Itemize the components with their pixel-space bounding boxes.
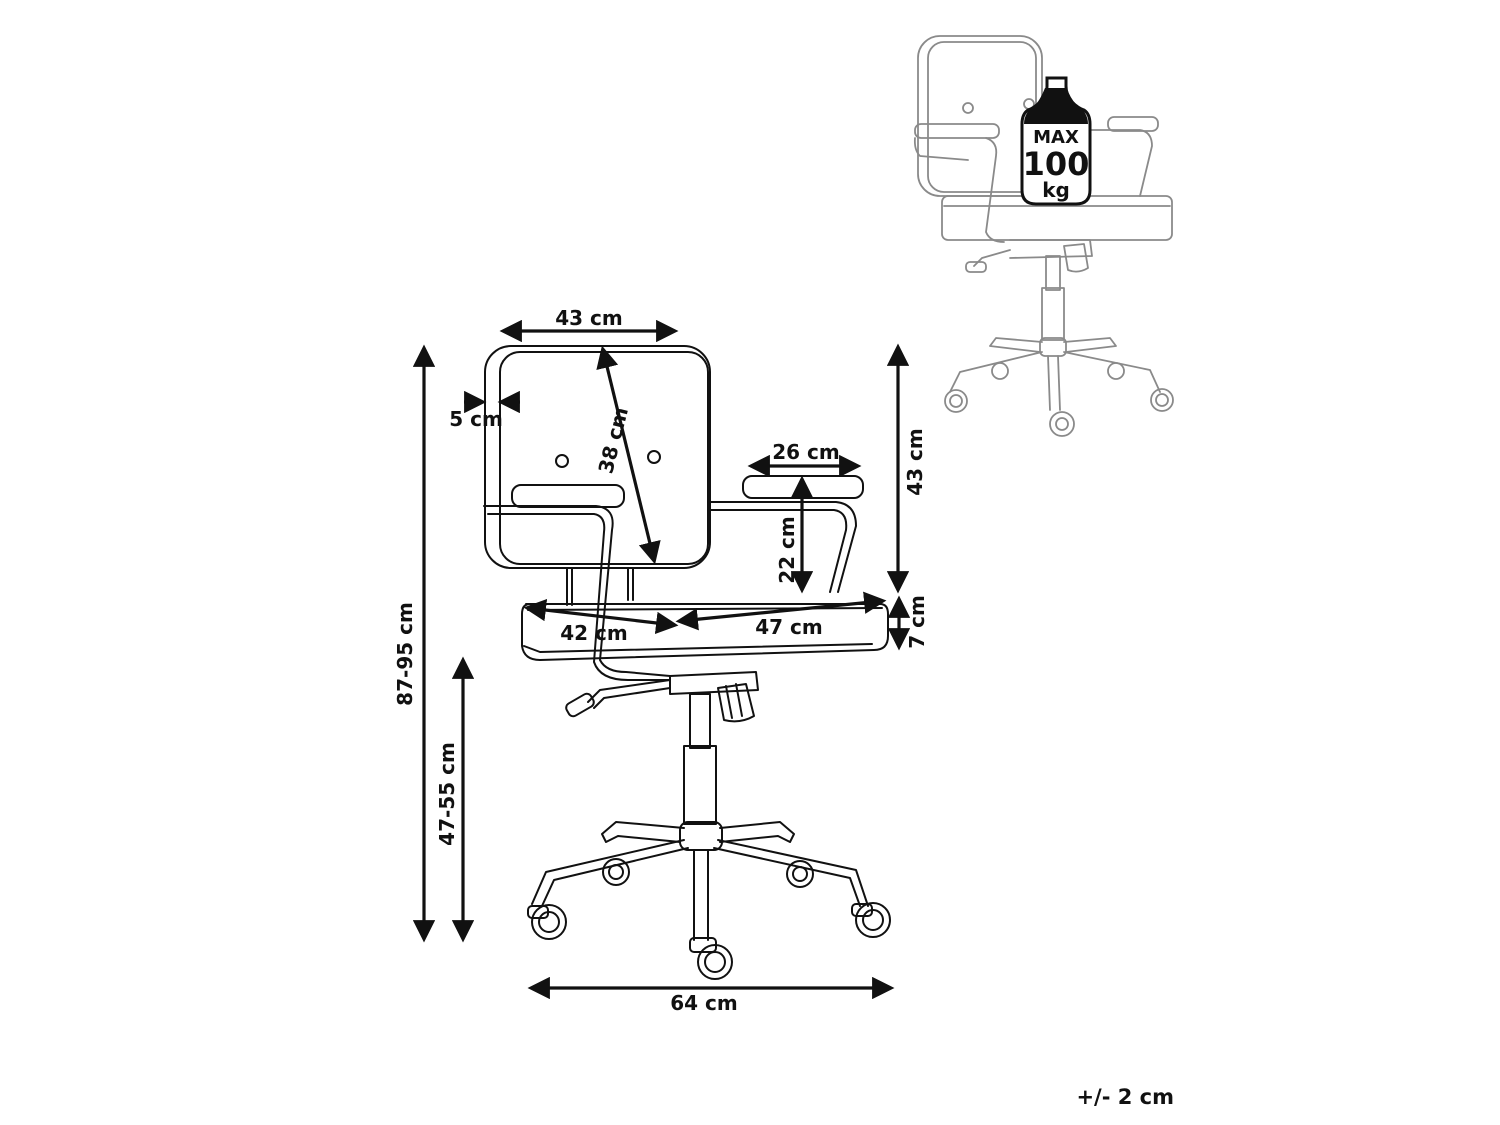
arrow-seat-depth — [675, 591, 887, 631]
arrow-backrest-height — [596, 345, 661, 565]
max-load-badge: MAX 100 kg — [1020, 76, 1092, 206]
tolerance-note: +/- 2 cm — [1076, 1085, 1174, 1109]
dimension-labels: 43 cm 38 cm 5 cm 26 cm 22 cm 43 cm 7 cm … — [393, 306, 929, 1015]
backrest — [484, 345, 711, 606]
label-backrest-height: 38 cm — [593, 405, 633, 476]
label-base-width: 64 cm — [670, 991, 738, 1015]
arrow-seat-width — [523, 598, 679, 635]
label-armrest-height: 22 cm — [775, 516, 799, 584]
max-load-label: MAX — [1033, 127, 1079, 148]
label-seat-height: 47-55 cm — [435, 742, 459, 846]
thumbnail-chair — [913, 35, 1174, 437]
max-load-unit: kg — [1042, 178, 1070, 202]
label-seat-depth: 47 cm — [755, 615, 823, 639]
label-total-height: 87-95 cm — [393, 602, 417, 706]
gas-cylinder — [683, 693, 717, 825]
label-backrest-thickness: 5 cm — [449, 407, 503, 431]
label-backrest-top-height: 43 cm — [903, 428, 927, 496]
dimension-arrows — [412, 319, 911, 1000]
max-load-value: 100 — [1023, 145, 1090, 183]
label-seat-width: 42 cm — [560, 621, 628, 645]
label-backrest-width: 43 cm — [555, 306, 623, 330]
tilt-mechanism — [565, 671, 759, 723]
label-seat-thickness: 7 cm — [905, 595, 929, 649]
label-armrest-length: 26 cm — [772, 440, 840, 464]
star-base — [531, 821, 869, 941]
